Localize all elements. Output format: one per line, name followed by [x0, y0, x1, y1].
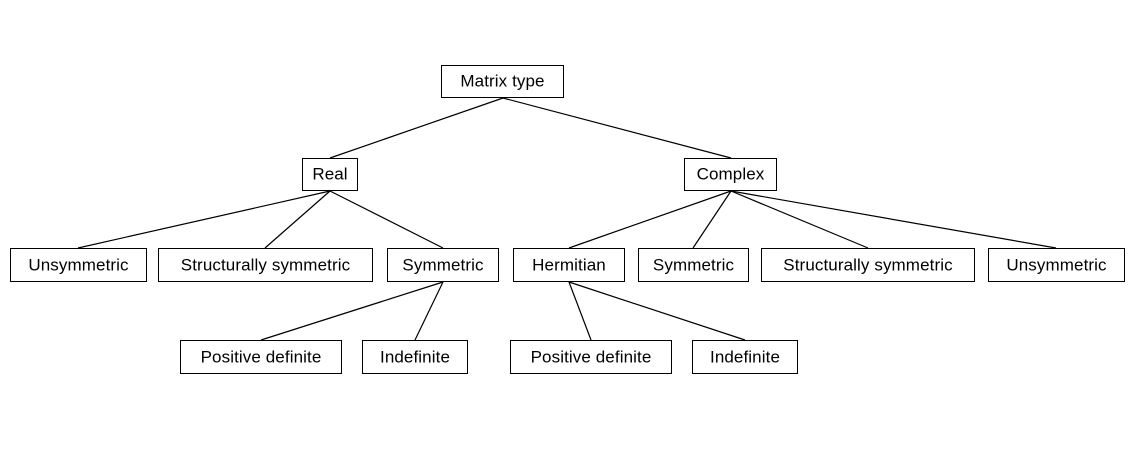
node-label: Indefinite: [710, 347, 780, 366]
node-c-posdef[interactable]: Positive definite: [510, 340, 672, 374]
edge-complex-to-c-sym: [692, 190, 732, 249]
edge-real-to-r-unsym: [77, 190, 331, 249]
node-r-unsym[interactable]: Unsymmetric: [10, 248, 147, 282]
node-label: Complex: [696, 164, 765, 184]
edge-complex-to-c-strsym: [730, 190, 869, 249]
node-complex[interactable]: Complex: [684, 158, 777, 191]
edge-c-herm-to-c-indef: [568, 281, 746, 341]
node-r-posdef[interactable]: Positive definite: [180, 340, 342, 374]
node-real[interactable]: Real: [302, 158, 358, 191]
node-root[interactable]: Matrix type: [441, 65, 564, 98]
node-r-indef[interactable]: Indefinite: [362, 340, 468, 374]
node-c-unsym[interactable]: Unsymmetric: [988, 248, 1125, 282]
node-c-sym[interactable]: Symmetric: [638, 248, 749, 282]
node-c-indef[interactable]: Indefinite: [692, 340, 798, 374]
node-label: Real: [312, 164, 348, 184]
node-r-sym[interactable]: Symmetric: [387, 248, 499, 282]
edge-root-to-complex: [502, 97, 732, 159]
node-label: Hermitian: [532, 255, 606, 274]
edge-c-herm-to-c-posdef: [568, 281, 592, 341]
node-label: Unsymmetric: [28, 255, 129, 274]
node-label: Matrix type: [460, 71, 545, 91]
node-label: Positive definite: [200, 347, 322, 366]
edge-root-to-real: [329, 97, 504, 159]
edge-real-to-r-sym: [329, 190, 444, 249]
edge-real-to-r-strsym: [264, 190, 331, 249]
node-label: Structurally symmetric: [180, 255, 351, 274]
edge-r-sym-to-r-indef: [414, 281, 444, 341]
node-label: Indefinite: [380, 347, 450, 366]
node-label: Structurally symmetric: [783, 255, 953, 274]
edge-r-sym-to-r-posdef: [260, 281, 444, 341]
node-label: Symmetric: [402, 255, 484, 274]
node-c-strsym[interactable]: Structurally symmetric: [761, 248, 975, 282]
node-c-herm[interactable]: Hermitian: [513, 248, 625, 282]
node-label: Positive definite: [530, 347, 652, 366]
node-label: Symmetric: [652, 255, 735, 274]
node-r-strsym[interactable]: Structurally symmetric: [158, 248, 373, 282]
edge-complex-to-c-unsym: [730, 190, 1057, 249]
edge-complex-to-c-herm: [568, 190, 732, 249]
node-label: Unsymmetric: [1006, 255, 1107, 274]
